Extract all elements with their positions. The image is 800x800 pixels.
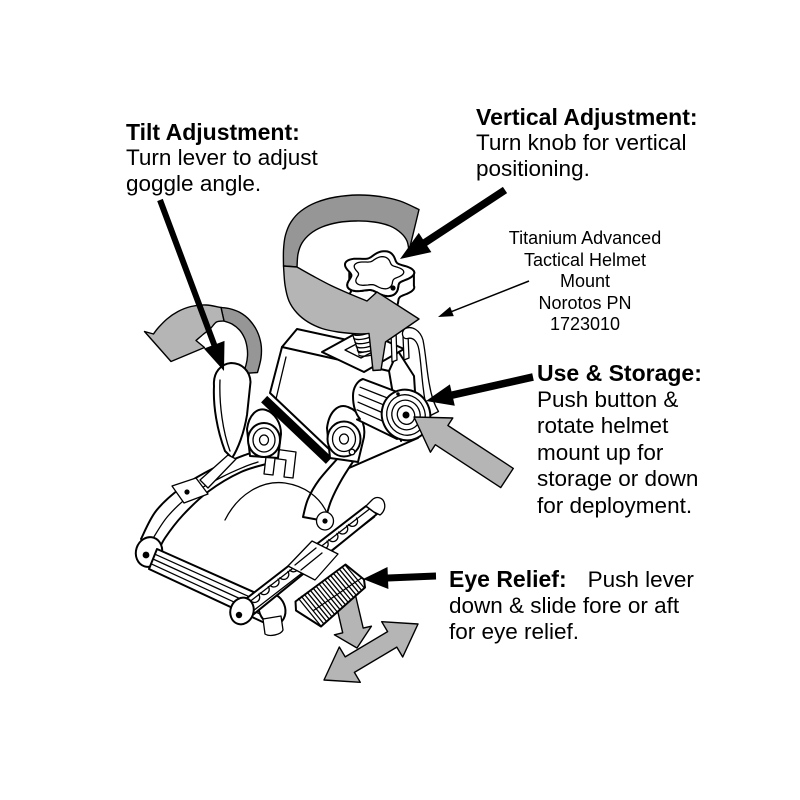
eye-relief-arrow (363, 567, 437, 589)
use-storage-gray-arrow (413, 416, 514, 489)
detail-line (294, 547, 323, 571)
detail-ellipse (331, 425, 357, 453)
callout-arrows (157, 186, 534, 589)
vertical-title: Vertical Adjustment: (476, 104, 698, 130)
paddle-stem (199, 454, 237, 489)
eye-relief-lever-pad (294, 563, 366, 628)
eye-relief-double-arrow (323, 621, 419, 683)
detail-line (297, 564, 365, 627)
vertical-rotation-ribbon-back (282, 194, 420, 268)
use-storage-title: Use & Storage: (537, 360, 702, 386)
eye-relief-title: Eye Relief: (449, 566, 567, 592)
detail-ellipse (386, 394, 426, 436)
vertical-adjustment-label: Vertical Adjustment: Turn knob for verti… (476, 104, 698, 181)
detail-ellipse (396, 405, 416, 425)
detail-dot (402, 411, 410, 419)
detail-ellipse (252, 427, 276, 453)
eye-relief-label: Eye Relief:Push lever down & slide fore … (449, 566, 694, 644)
detail-ellipse (338, 433, 350, 445)
detail-ellipse (391, 399, 421, 431)
detail-dot (322, 518, 328, 524)
detail-line (356, 386, 396, 428)
detail-dot (142, 551, 150, 559)
detail-line (275, 356, 287, 400)
detail-ellipse (258, 434, 270, 446)
detail-line (262, 615, 284, 637)
rail-end (365, 496, 386, 516)
detail-line (219, 379, 231, 452)
tilt-lever (212, 362, 252, 459)
product-label: Titanium Advanced Tactical Helmet Mount … (508, 228, 662, 334)
rail-end-boss (229, 596, 255, 626)
detail-dot (396, 392, 400, 396)
detail-dot (184, 489, 190, 495)
detail-line (351, 329, 379, 357)
product-pointer-arrow (438, 280, 530, 317)
tilt-adjustment-label: Tilt Adjustment: Turn lever to adjust go… (126, 119, 318, 196)
release-button (352, 378, 432, 442)
detail-dot (348, 448, 356, 456)
use-storage-label: Use & Storage: Push button & rotate helm… (537, 360, 702, 518)
detail-dot (235, 611, 243, 619)
vertical-arrow (400, 186, 508, 259)
vertical-rotation-ribbon-front (282, 265, 420, 372)
use-storage-arrow (426, 373, 534, 406)
tilt-arrow (157, 198, 225, 371)
detail-line (312, 577, 363, 612)
housing-shadow (261, 395, 332, 464)
detail-line (353, 256, 405, 290)
yoke-arch (224, 481, 327, 521)
tilt-title: Tilt Adjustment: (126, 119, 300, 145)
fork-arm-right (302, 456, 357, 522)
clamp-block (171, 477, 209, 504)
detail-dot (390, 285, 396, 291)
